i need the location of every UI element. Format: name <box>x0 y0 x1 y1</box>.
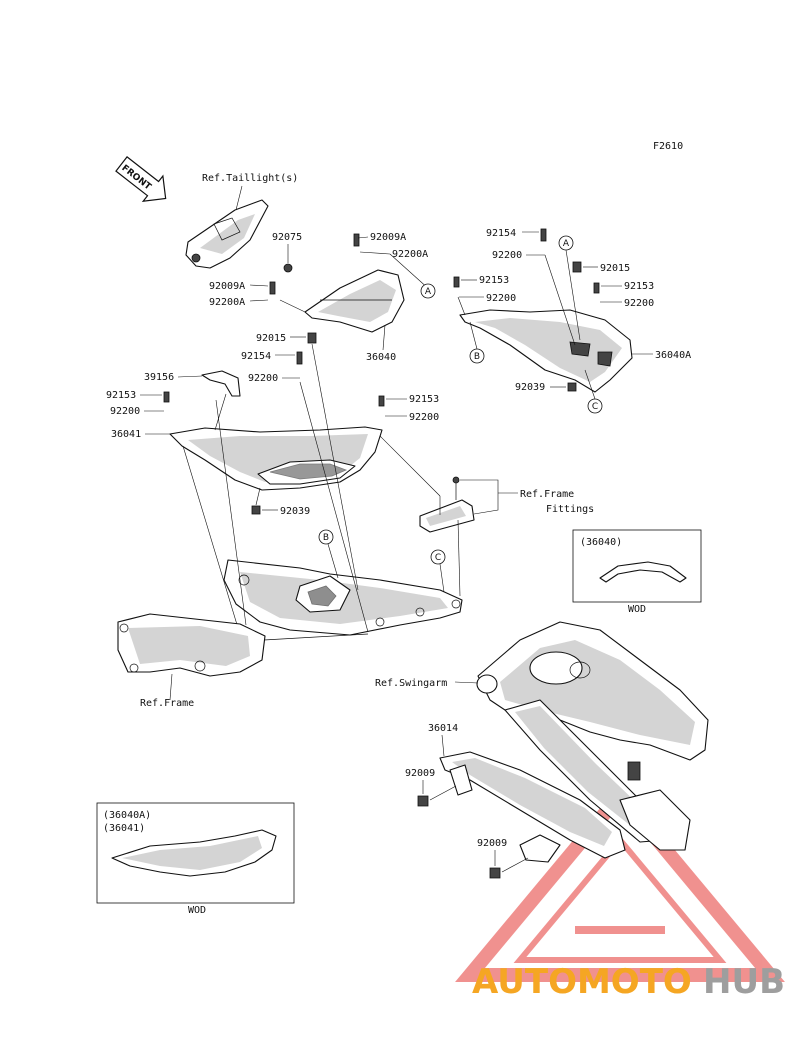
fastener-92075 <box>283 263 293 273</box>
inset-wod-36040a-36041: (36040A) (36041) WOD <box>96 802 295 916</box>
svg-text:A: A <box>563 239 570 249</box>
front-arrow-icon: FRONT <box>115 156 167 202</box>
bolt-92009a-left <box>269 281 276 295</box>
taillight-assembly <box>185 199 269 269</box>
part-92200-right-top: 92200 <box>492 250 522 261</box>
nut-92039-right <box>567 382 577 392</box>
part-39156: 39156 <box>144 372 174 383</box>
screw-92153-center <box>378 395 385 407</box>
screw-92153-left <box>163 391 170 403</box>
part-92154-mid: 92154 <box>241 351 271 362</box>
svg-text:C: C <box>592 402 598 412</box>
ref-frame-fittings-label-1: Ref.Frame <box>520 489 574 500</box>
part-92015-mid: 92015 <box>256 333 286 344</box>
main-frame <box>117 613 369 677</box>
part-92200-mid: 92200 <box>248 373 278 384</box>
side-cover-36041 <box>169 426 383 491</box>
ref-swingarm-label: Ref.Swingarm <box>375 678 447 689</box>
part-92200-left: 92200 <box>110 406 140 417</box>
watermark-text: AUTOMOTO HUB <box>472 962 785 1002</box>
grommet-92015-right <box>572 261 582 273</box>
rear-subframe <box>223 559 463 636</box>
svg-text:B: B <box>474 352 480 362</box>
svg-text:A: A <box>425 287 432 297</box>
part-92153-right-a: 92153 <box>479 275 509 286</box>
part-92009-a: 92009 <box>405 768 435 779</box>
callout-c-frame: C <box>430 549 446 565</box>
watermark-part1: AUTOMOTO <box>472 962 692 1002</box>
part-92009a-left: 92009A <box>209 281 245 292</box>
trim-strip-39156 <box>201 370 241 397</box>
tail-cowl-36040 <box>304 269 405 333</box>
part-92153-right-b: 92153 <box>624 281 654 292</box>
bolt-92009-b <box>489 867 501 879</box>
screw-92153-right-a <box>453 276 460 288</box>
part-92200-right-a: 92200 <box>486 293 516 304</box>
bolt-92154-right <box>540 228 547 242</box>
callout-c-right: C <box>587 398 603 414</box>
part-92153-left: 92153 <box>106 390 136 401</box>
bolt-92009a-top <box>353 233 360 247</box>
swingarm <box>476 621 709 851</box>
bolt-92009-a <box>417 795 429 807</box>
part-36014: 36014 <box>428 723 458 734</box>
bolt-92154-mid <box>296 351 303 365</box>
part-92039-left: 92039 <box>280 506 310 517</box>
grommet-92015-mid <box>307 332 317 344</box>
inset-left-title-1: (36040A) <box>103 810 151 821</box>
part-92200-right-b: 92200 <box>624 298 654 309</box>
inset-right-title: (36040) <box>580 537 622 548</box>
part-92075: 92075 <box>272 232 302 243</box>
inset-right-footer: WOD <box>628 604 646 615</box>
part-36040a: 36040A <box>655 350 691 361</box>
part-92009-b: 92009 <box>477 838 507 849</box>
part-92153-center: 92153 <box>409 394 439 405</box>
inset-left-title-2: (36041) <box>103 823 145 834</box>
part-92154-right: 92154 <box>486 228 516 239</box>
screw-92153-right-b <box>593 282 600 294</box>
part-36040: 36040 <box>366 352 396 363</box>
part-92015-right: 92015 <box>600 263 630 274</box>
callout-a-right: A <box>558 235 574 251</box>
part-36041: 36041 <box>111 429 141 440</box>
ref-frame-label: Ref.Frame <box>140 698 194 709</box>
ref-frame-fittings-label-2: Fittings <box>546 504 594 515</box>
watermark-part2: HUB <box>703 962 785 1002</box>
side-cover-36040a <box>459 309 633 393</box>
svg-text:B: B <box>323 533 329 543</box>
inset-left-footer: WOD <box>188 905 206 916</box>
svg-text:C: C <box>435 553 441 563</box>
part-92200a-top: 92200A <box>392 249 428 260</box>
part-92200a-left: 92200A <box>209 297 245 308</box>
frame-fittings-bracket <box>419 476 475 533</box>
watermark-logo <box>455 784 785 982</box>
ref-taillight-label: Ref.Taillight(s) <box>202 173 298 184</box>
callout-a-left: A <box>420 283 436 299</box>
diagram-code: F2610 <box>653 141 683 152</box>
callout-b-frame: B <box>318 529 334 545</box>
part-92200-center: 92200 <box>409 412 439 423</box>
part-92009a-top: 92009A <box>370 232 406 243</box>
callout-b-right: B <box>469 348 485 364</box>
inset-wod-36040: (36040) WOD <box>572 529 702 615</box>
nut-92039-left <box>251 505 261 515</box>
chain-guard-36014 <box>439 751 626 863</box>
part-92039-right: 92039 <box>515 382 545 393</box>
